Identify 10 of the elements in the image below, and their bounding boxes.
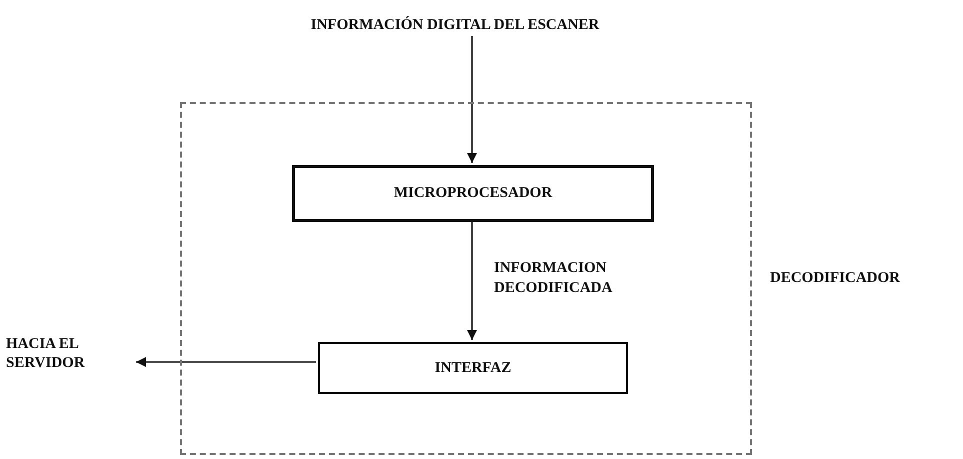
output-text: HACIA EL SERVIDOR xyxy=(6,335,85,373)
process-box xyxy=(318,342,628,394)
group-label: DECODIFICADOR xyxy=(770,269,900,288)
heading-text: INFORMACIÓN DIGITAL DEL ESCANER xyxy=(310,16,600,34)
box-label: INTERFAZ xyxy=(434,358,512,378)
arrow xyxy=(467,36,477,163)
arrow xyxy=(467,220,477,340)
box-label: MICROPROCESADOR xyxy=(394,184,552,203)
arrow xyxy=(136,357,316,367)
process-box xyxy=(292,165,654,222)
